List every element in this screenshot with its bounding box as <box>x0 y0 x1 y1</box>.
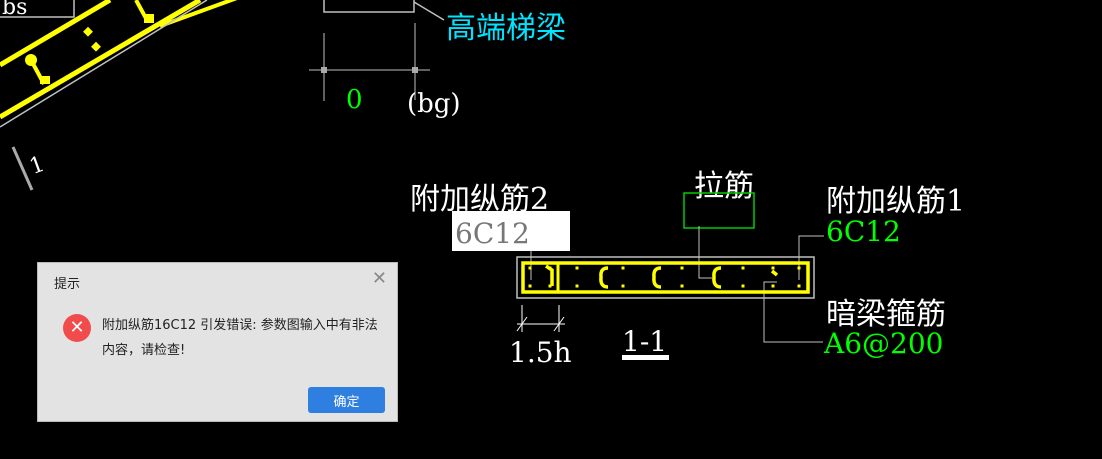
rebar-dot <box>575 266 579 270</box>
dim-15h-label: 1.5h <box>509 336 572 369</box>
tie-label: 拉筋 <box>694 169 754 204</box>
beam-section <box>516 256 815 299</box>
ok-button[interactable]: 确定 <box>308 387 385 413</box>
rebar-dot <box>797 266 801 270</box>
dim-15h-lines <box>516 305 565 332</box>
rebar-dot <box>528 284 532 288</box>
rebar-dot <box>771 266 775 270</box>
leader-lines <box>530 226 824 343</box>
close-icon[interactable]: ✕ <box>371 268 387 289</box>
error-circle-icon: ✕ <box>63 314 91 342</box>
rebar-dot <box>680 266 684 270</box>
high-beam-box <box>323 0 415 13</box>
stirrup-label: 暗梁箍筋 <box>826 297 946 332</box>
error-dialog: 提示 ✕ ✕ 附加纵筋16C12 引发错误: 参数图输入中有非法内容，请检查! … <box>37 262 398 422</box>
rebar-dot <box>621 284 625 288</box>
rebar-dot <box>771 284 775 288</box>
rebar-dot <box>621 266 625 270</box>
extra-rebar1-label: 附加纵筋1 <box>826 184 965 219</box>
rebar-dot <box>528 266 532 270</box>
high-beam-label: 高端梯梁 <box>446 11 566 46</box>
rebar-dot <box>741 266 745 270</box>
rebar-dot <box>680 284 684 288</box>
section-mark-label: 1 <box>26 152 48 180</box>
dialog-message: 附加纵筋16C12 引发错误: 参数图输入中有非法内容，请检查! <box>102 318 378 358</box>
section-title-underline <box>622 355 669 360</box>
rebar-dot <box>575 284 579 288</box>
rebar-dot <box>797 284 801 288</box>
rebar-dot <box>548 284 552 288</box>
top-left-label: bs <box>2 0 27 20</box>
dialog-title: 提示 <box>54 277 81 292</box>
extra-rebar2-highlight <box>452 211 570 251</box>
section-title: 1-1 <box>622 325 667 358</box>
rebar-dot <box>741 284 745 288</box>
section-cut-mark <box>11 146 34 191</box>
dim-zero-label: 0 <box>346 85 363 115</box>
stirrup-value: A6@200 <box>823 327 943 360</box>
extra-rebar1-value: 6C12 <box>826 215 901 248</box>
dim-bg-label: (bg) <box>407 89 461 119</box>
label-box <box>0 0 75 18</box>
extra-rebar2-value: 6C12 <box>455 217 530 250</box>
stair-slab <box>0 0 238 128</box>
